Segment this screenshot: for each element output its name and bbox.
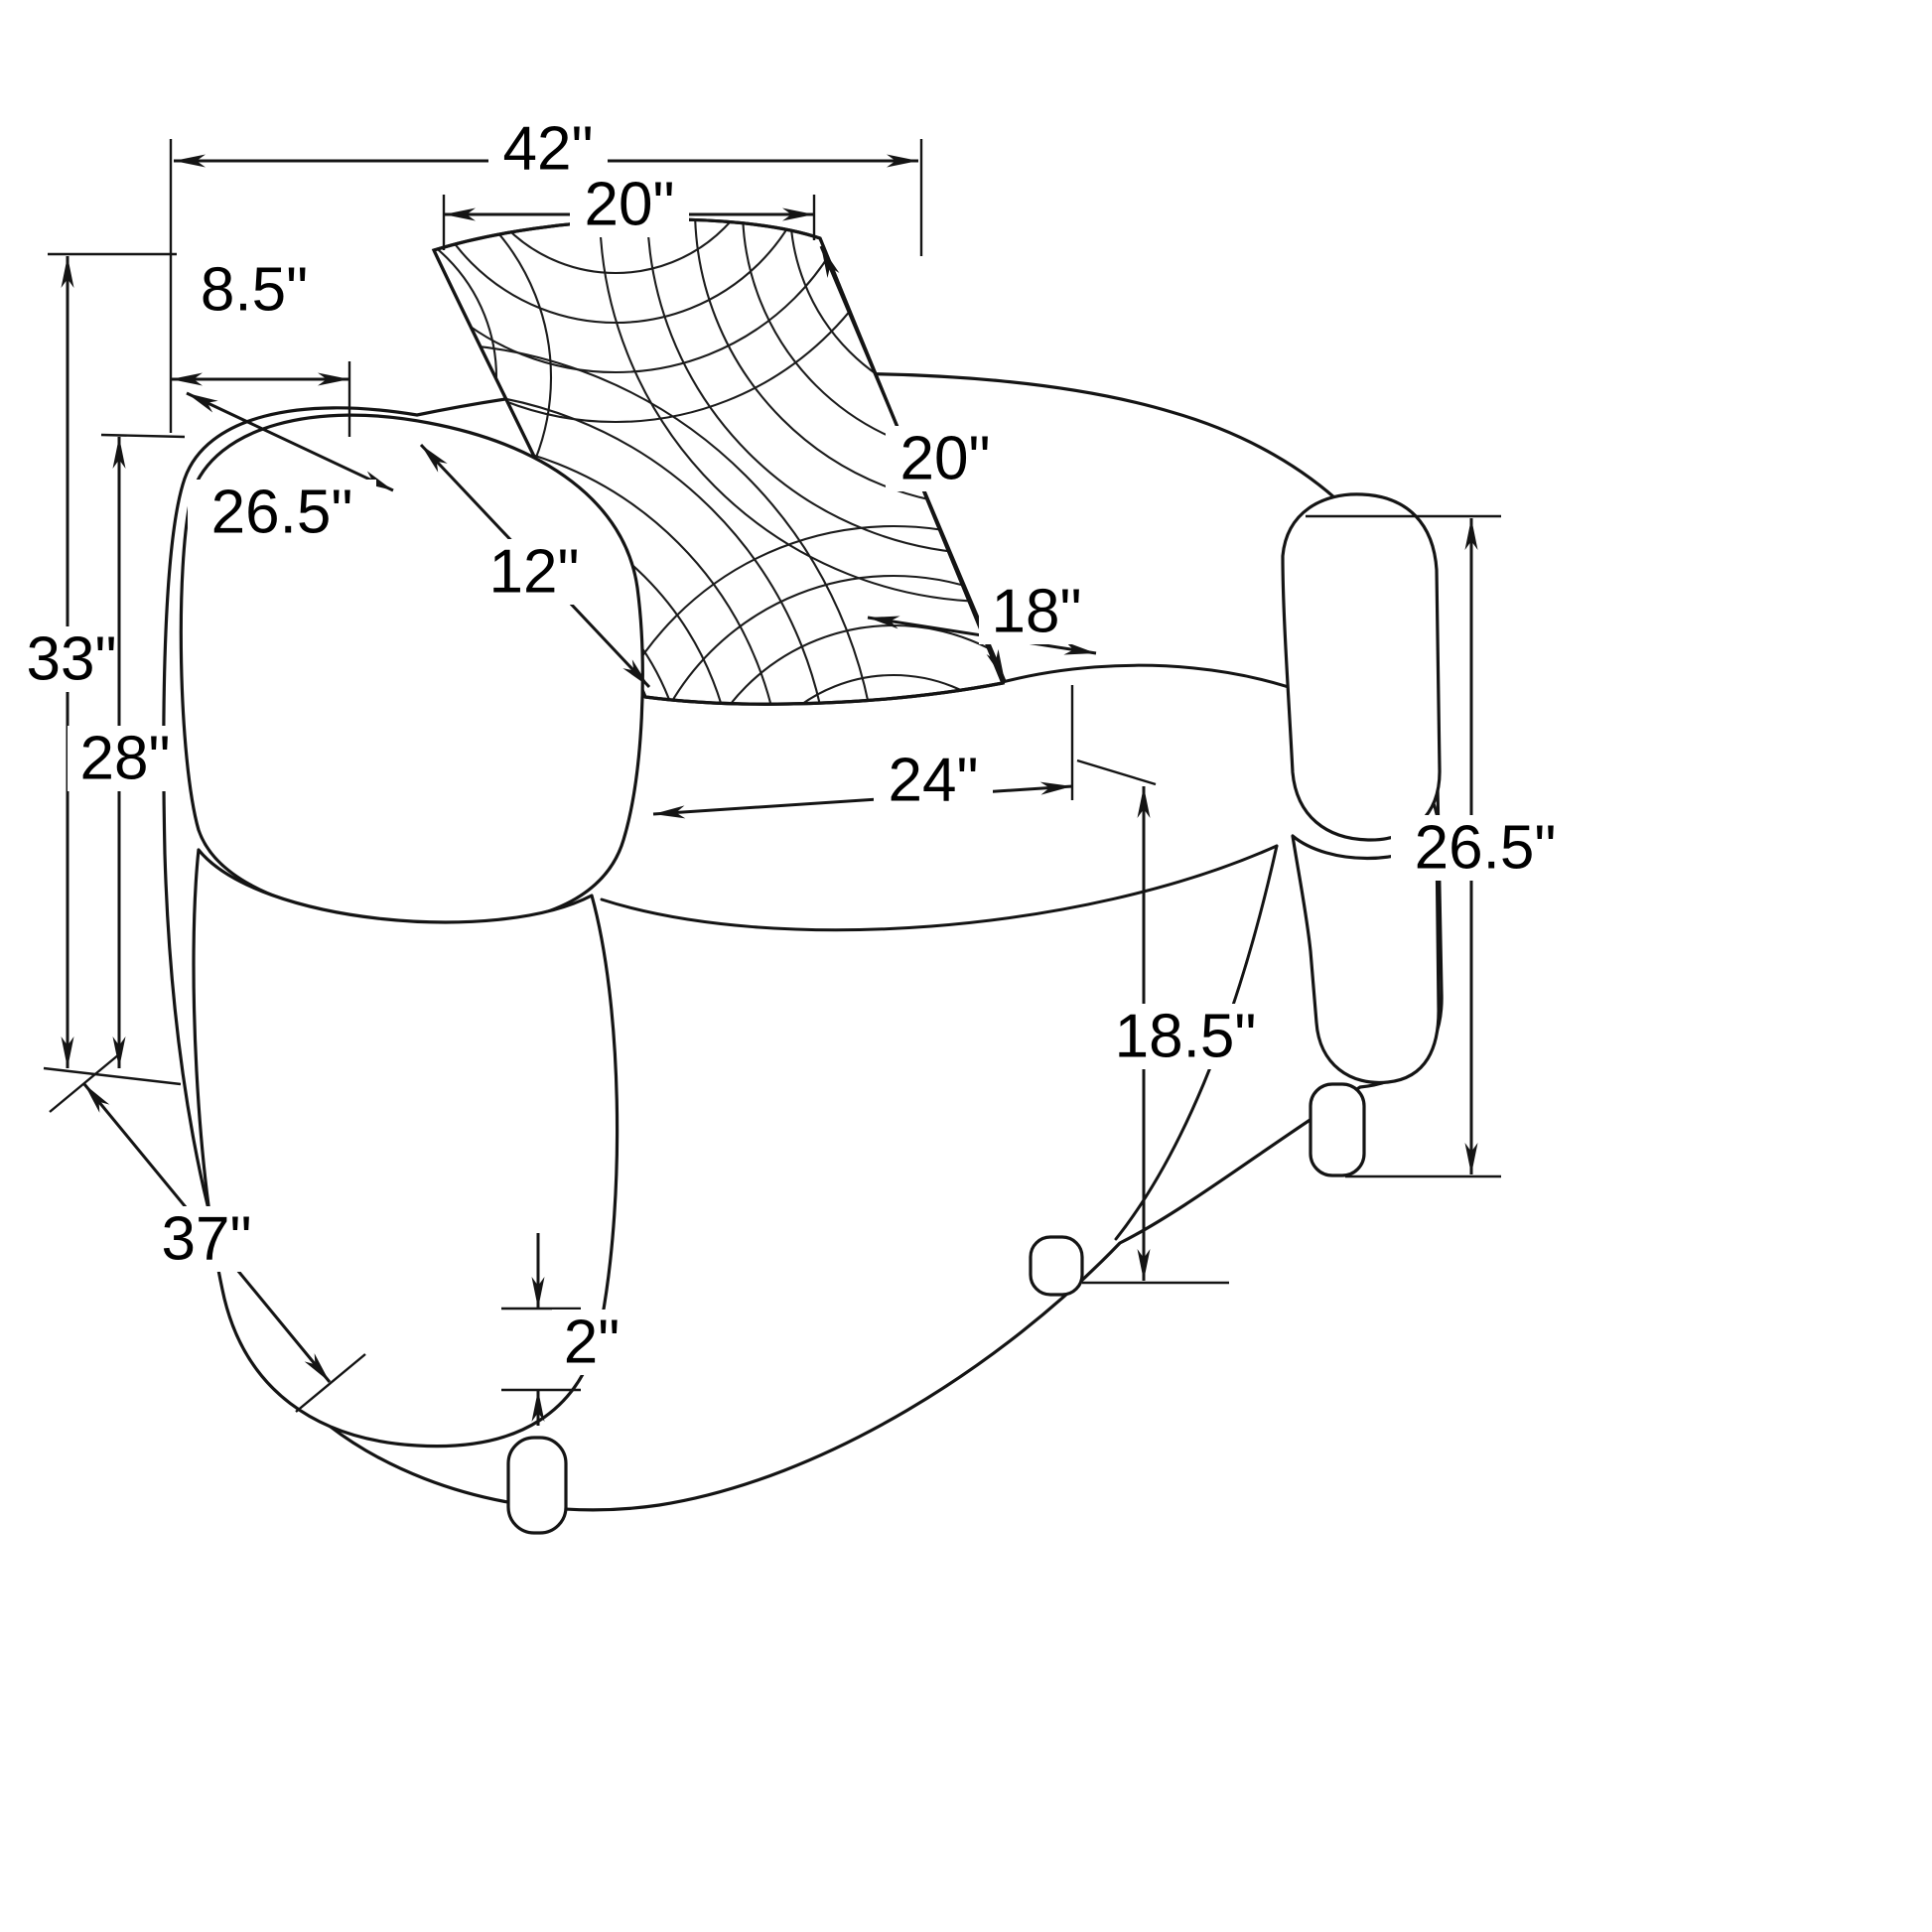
- front-leg: [506, 1436, 568, 1535]
- dimension-pillow-height: 20": [819, 245, 1007, 682]
- dimension-overall-width: 42": [174, 115, 918, 184]
- arm-top-depth-label: 8.5": [201, 256, 308, 325]
- dimension-overall-depth: 37": [82, 1083, 332, 1383]
- dimension-pillow-width: 20": [444, 171, 814, 239]
- dimension-side-height: 26.5": [1391, 518, 1580, 1174]
- overall-height-label: 33": [27, 625, 117, 694]
- seat-height-label: 18.5": [1115, 1003, 1257, 1071]
- arm-length-label: 26.5": [211, 479, 353, 547]
- pillow-width-label: 20": [585, 171, 675, 239]
- dimension-overall-height: 33": [14, 256, 128, 1068]
- seat-front-edge: [600, 844, 1279, 932]
- side-height-label: 26.5": [1415, 814, 1557, 883]
- back-width-label: 18": [992, 578, 1082, 646]
- dimension-arm-length: 26.5": [186, 391, 394, 547]
- dimension-seat-height: 18.5": [1094, 786, 1278, 1281]
- dimension-seat-width: 24": [652, 747, 1073, 819]
- arm-front-label: 12": [489, 538, 580, 607]
- right-arm-top-cushion: [1281, 492, 1442, 842]
- dimension-arm-front: 12": [419, 443, 651, 689]
- middle-leg: [1029, 1235, 1084, 1297]
- dimension-arm-top-depth: 8.5": [171, 256, 349, 386]
- arm-height-label: 28": [80, 725, 171, 793]
- armchair-drawing: [162, 217, 1444, 1535]
- dimension-arm-height: 28": [68, 437, 182, 1068]
- dimension-leg-height: 2": [531, 1233, 631, 1426]
- dimension-back-width: 18": [867, 578, 1097, 655]
- right-arm-lower-cushion: [1291, 834, 1441, 1085]
- right-leg: [1309, 1082, 1366, 1177]
- seat-width-label: 24": [889, 747, 979, 815]
- leg-height-label: 2": [564, 1309, 621, 1377]
- dimensions: 42" 20" 8.5" 26.5" 12" 20": [14, 115, 1580, 1426]
- pillow-height-label: 20": [900, 425, 991, 493]
- overall-depth-label: 37": [162, 1205, 252, 1274]
